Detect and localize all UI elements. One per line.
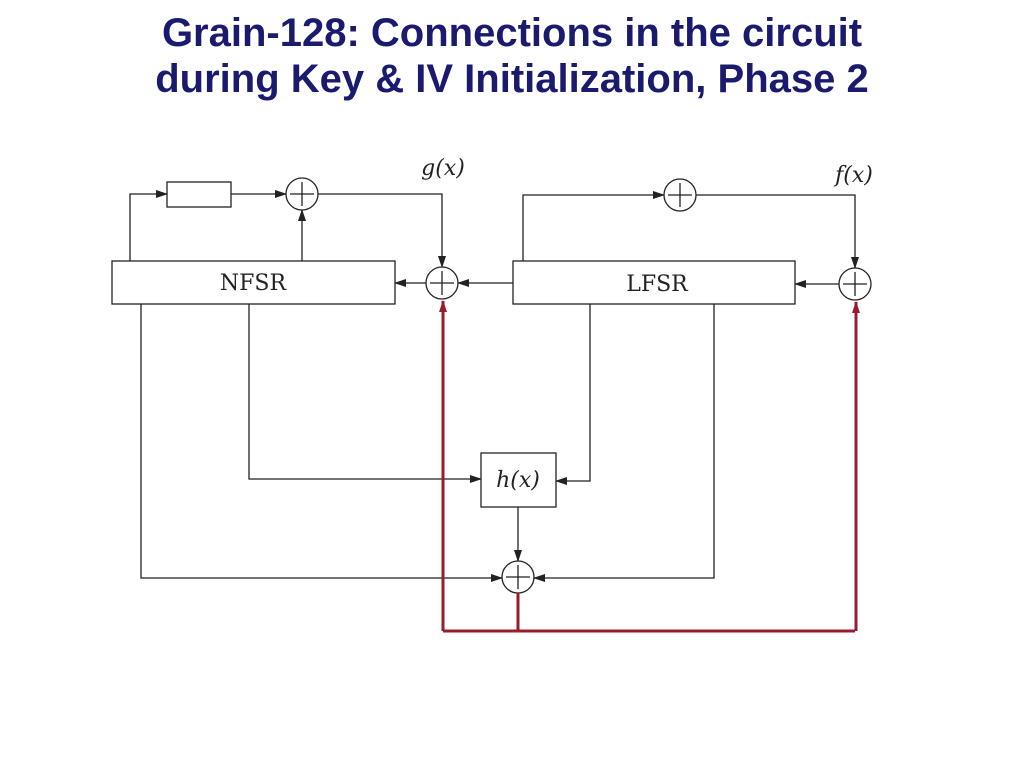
- nfsr-label: NFSR: [220, 271, 288, 296]
- g-label: g(x): [421, 156, 465, 181]
- output-feedback-path: [439, 300, 860, 633]
- xor-nfsr-input: [425, 266, 459, 300]
- title-line-1: Grain-128: Connections in the circuit: [161, 11, 863, 55]
- slide-title: Grain-128: Connections in the circuit du…: [0, 10, 1024, 102]
- title-line-2: during Key & IV Initialization, Phase 2: [155, 57, 869, 101]
- wire-nfsr-to-h: [248, 304, 482, 483]
- delay-box: [166, 181, 232, 208]
- lfsr-label: LFSR: [626, 272, 689, 297]
- nfsr-box: [111, 260, 396, 305]
- wire-g-to-xor: [318, 193, 446, 268]
- wire-nfsr-to-output-xor: [140, 304, 503, 582]
- wire-lfsr-to-h: [555, 304, 591, 485]
- xor-lfsr-top: [663, 178, 697, 212]
- xor-nfsr-feedback: [285, 177, 319, 211]
- wire-f-to-xor: [696, 194, 859, 269]
- h-label: h(x): [496, 468, 540, 493]
- xor-output: [501, 560, 535, 594]
- wire-lfsr-to-xor-top: [522, 191, 665, 261]
- f-label: f(x): [833, 163, 873, 188]
- xor-lfsr-input: [838, 267, 872, 301]
- wire-lfsr-to-output-xor: [533, 304, 715, 582]
- wire-nfsr-to-delay: [129, 190, 168, 261]
